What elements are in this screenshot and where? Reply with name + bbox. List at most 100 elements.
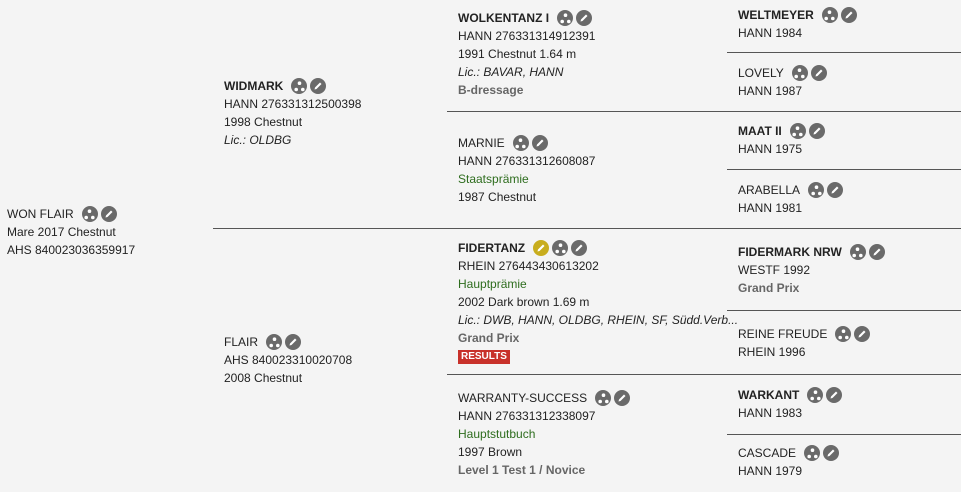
pedigree-icon[interactable] <box>821 7 838 23</box>
granddam-paternal-entry: MARNIE HANN 276331312608087 Staatsprämie… <box>458 134 595 206</box>
gold-edit-icon[interactable] <box>533 240 550 256</box>
horse-name-link[interactable]: WIDMARK <box>224 79 284 93</box>
horse-name-link[interactable]: FIDERTANZ <box>458 241 526 255</box>
pedigree-icon[interactable] <box>595 390 612 406</box>
edit-pencil-icon[interactable] <box>868 244 885 260</box>
info-line: 2008 Chestnut <box>224 371 303 385</box>
pedigree-icon[interactable] <box>807 387 824 403</box>
pedigree-icon[interactable] <box>791 65 808 81</box>
info-line: HANN 276331312500398 <box>224 97 362 111</box>
info-line: Mare 2017 Chestnut <box>7 225 116 239</box>
licence-line: Lic.: OLDBG <box>224 133 292 147</box>
award-line: Hauptstutbuch <box>458 427 536 441</box>
info-line: RHEIN 276443430613202 <box>458 259 599 273</box>
divider-gen3-2 <box>727 169 961 170</box>
edit-pencil-icon[interactable] <box>285 334 302 350</box>
horse-name-link[interactable]: WELTMEYER <box>738 8 814 22</box>
info-line: RHEIN 1996 <box>738 345 806 359</box>
edit-pencil-icon[interactable] <box>840 7 857 23</box>
divider-gen2-lower <box>447 374 961 375</box>
horse-name-link[interactable]: MARNIE <box>458 136 505 150</box>
info-line: HANN 1975 <box>738 142 803 156</box>
discipline-line: Level 1 Test 1 / Novice <box>458 463 586 477</box>
horse-name-link[interactable]: FLAIR <box>224 335 259 349</box>
licence-line: Lic.: BAVAR, HANN <box>458 65 564 79</box>
horse-name-link[interactable]: CASCADE <box>738 446 797 460</box>
edit-pencil-icon[interactable] <box>810 65 827 81</box>
ancestor-entry: MAAT II HANN 1975 <box>738 122 825 158</box>
discipline-line: B-dressage <box>458 83 524 97</box>
horse-name-link[interactable]: WARRANTY-SUCCESS <box>458 391 588 405</box>
ancestor-entry: FIDERMARK NRW WESTF 1992 Grand Prix <box>738 243 885 297</box>
edit-pencil-icon[interactable] <box>100 206 117 222</box>
info-line: 2002 Dark brown 1.69 m <box>458 295 590 309</box>
divider-gen2-upper <box>447 111 961 112</box>
horse-name-link[interactable]: WON FLAIR <box>7 207 74 221</box>
ancestor-entry: CASCADE HANN 1979 <box>738 444 840 480</box>
info-line: 1991 Chestnut 1.64 m <box>458 47 577 61</box>
divider-gen3-1 <box>727 52 961 53</box>
horse-name-link[interactable]: REINE FREUDE <box>738 327 828 341</box>
divider-gen1 <box>213 228 961 229</box>
info-line: HANN 1981 <box>738 201 803 215</box>
sire-entry: WIDMARK HANN 276331312500398 1998 Chestn… <box>224 77 361 149</box>
pedigree-icon[interactable] <box>512 135 529 151</box>
info-line: 1987 Chestnut <box>458 190 537 204</box>
pedigree-icon[interactable] <box>789 123 806 139</box>
horse-name-link[interactable]: WOLKENTANZ I <box>458 11 550 25</box>
pedigree-icon[interactable] <box>808 182 825 198</box>
pedigree-icon[interactable] <box>849 244 866 260</box>
edit-pencil-icon[interactable] <box>826 387 843 403</box>
grandsire-maternal-entry: FIDERTANZ RHEIN 276443430613202 Hauptprä… <box>458 239 738 364</box>
edit-pencil-icon[interactable] <box>808 123 825 139</box>
award-line: Hauptprämie <box>458 277 527 291</box>
info-line: HANN 276331314912391 <box>458 29 596 43</box>
edit-pencil-icon[interactable] <box>614 390 631 406</box>
info-line: AHS 840023036359917 <box>7 243 136 257</box>
edit-pencil-icon[interactable] <box>854 326 871 342</box>
pedigree-icon[interactable] <box>266 334 283 350</box>
subject-entry: WON FLAIR Mare 2017 Chestnut AHS 8400230… <box>7 205 135 259</box>
horse-name-link[interactable]: ARABELLA <box>738 183 801 197</box>
info-line: 1998 Chestnut <box>224 115 303 129</box>
grandsire-paternal-entry: WOLKENTANZ I HANN 276331314912391 1991 C… <box>458 9 595 99</box>
licence-line: Lic.: DWB, HANN, OLDBG, RHEIN, SF, Südd.… <box>458 313 739 327</box>
pedigree-icon[interactable] <box>557 10 574 26</box>
horse-name-link[interactable]: MAAT II <box>738 124 782 138</box>
pedigree-icon[interactable] <box>835 326 852 342</box>
ancestor-entry: REINE FREUDE RHEIN 1996 <box>738 325 871 361</box>
horse-name-link[interactable]: LOVELY <box>738 66 784 80</box>
edit-pencil-icon[interactable] <box>571 240 588 256</box>
granddam-maternal-entry: WARRANTY-SUCCESS HANN 276331312338097 Ha… <box>458 389 631 479</box>
award-line: Staatsprämie <box>458 172 529 186</box>
info-line: AHS 840023310020708 <box>224 353 353 367</box>
info-line: HANN 1987 <box>738 84 803 98</box>
info-line: WESTF 1992 <box>738 263 811 277</box>
results-badge[interactable]: RESULTS <box>458 350 510 364</box>
pedigree-icon[interactable] <box>804 445 821 461</box>
divider-gen3-3 <box>727 310 961 311</box>
divider-gen3-4 <box>727 434 961 435</box>
dam-entry: FLAIR AHS 840023310020708 2008 Chestnut <box>224 333 352 387</box>
edit-pencil-icon[interactable] <box>576 10 593 26</box>
info-line: HANN 276331312338097 <box>458 409 596 423</box>
edit-pencil-icon[interactable] <box>827 182 844 198</box>
ancestor-entry: ARABELLA HANN 1981 <box>738 181 844 217</box>
info-line: HANN 1983 <box>738 406 803 420</box>
info-line: HANN 1984 <box>738 26 803 40</box>
info-line: 1997 Brown <box>458 445 523 459</box>
ancestor-entry: LOVELY HANN 1987 <box>738 64 827 100</box>
edit-pencil-icon[interactable] <box>823 445 840 461</box>
pedigree-icon[interactable] <box>552 240 569 256</box>
ancestor-entry: WELTMEYER HANN 1984 <box>738 6 857 42</box>
pedigree-icon[interactable] <box>81 206 98 222</box>
horse-name-link[interactable]: WARKANT <box>738 388 800 402</box>
ancestor-entry: WARKANT HANN 1983 <box>738 386 843 422</box>
edit-pencil-icon[interactable] <box>531 135 548 151</box>
discipline-line: Grand Prix <box>458 331 520 345</box>
info-line: HANN 1979 <box>738 464 803 478</box>
pedigree-icon[interactable] <box>291 78 308 94</box>
horse-name-link[interactable]: FIDERMARK NRW <box>738 245 842 259</box>
edit-pencil-icon[interactable] <box>310 78 327 94</box>
info-line: HANN 276331312608087 <box>458 154 596 168</box>
